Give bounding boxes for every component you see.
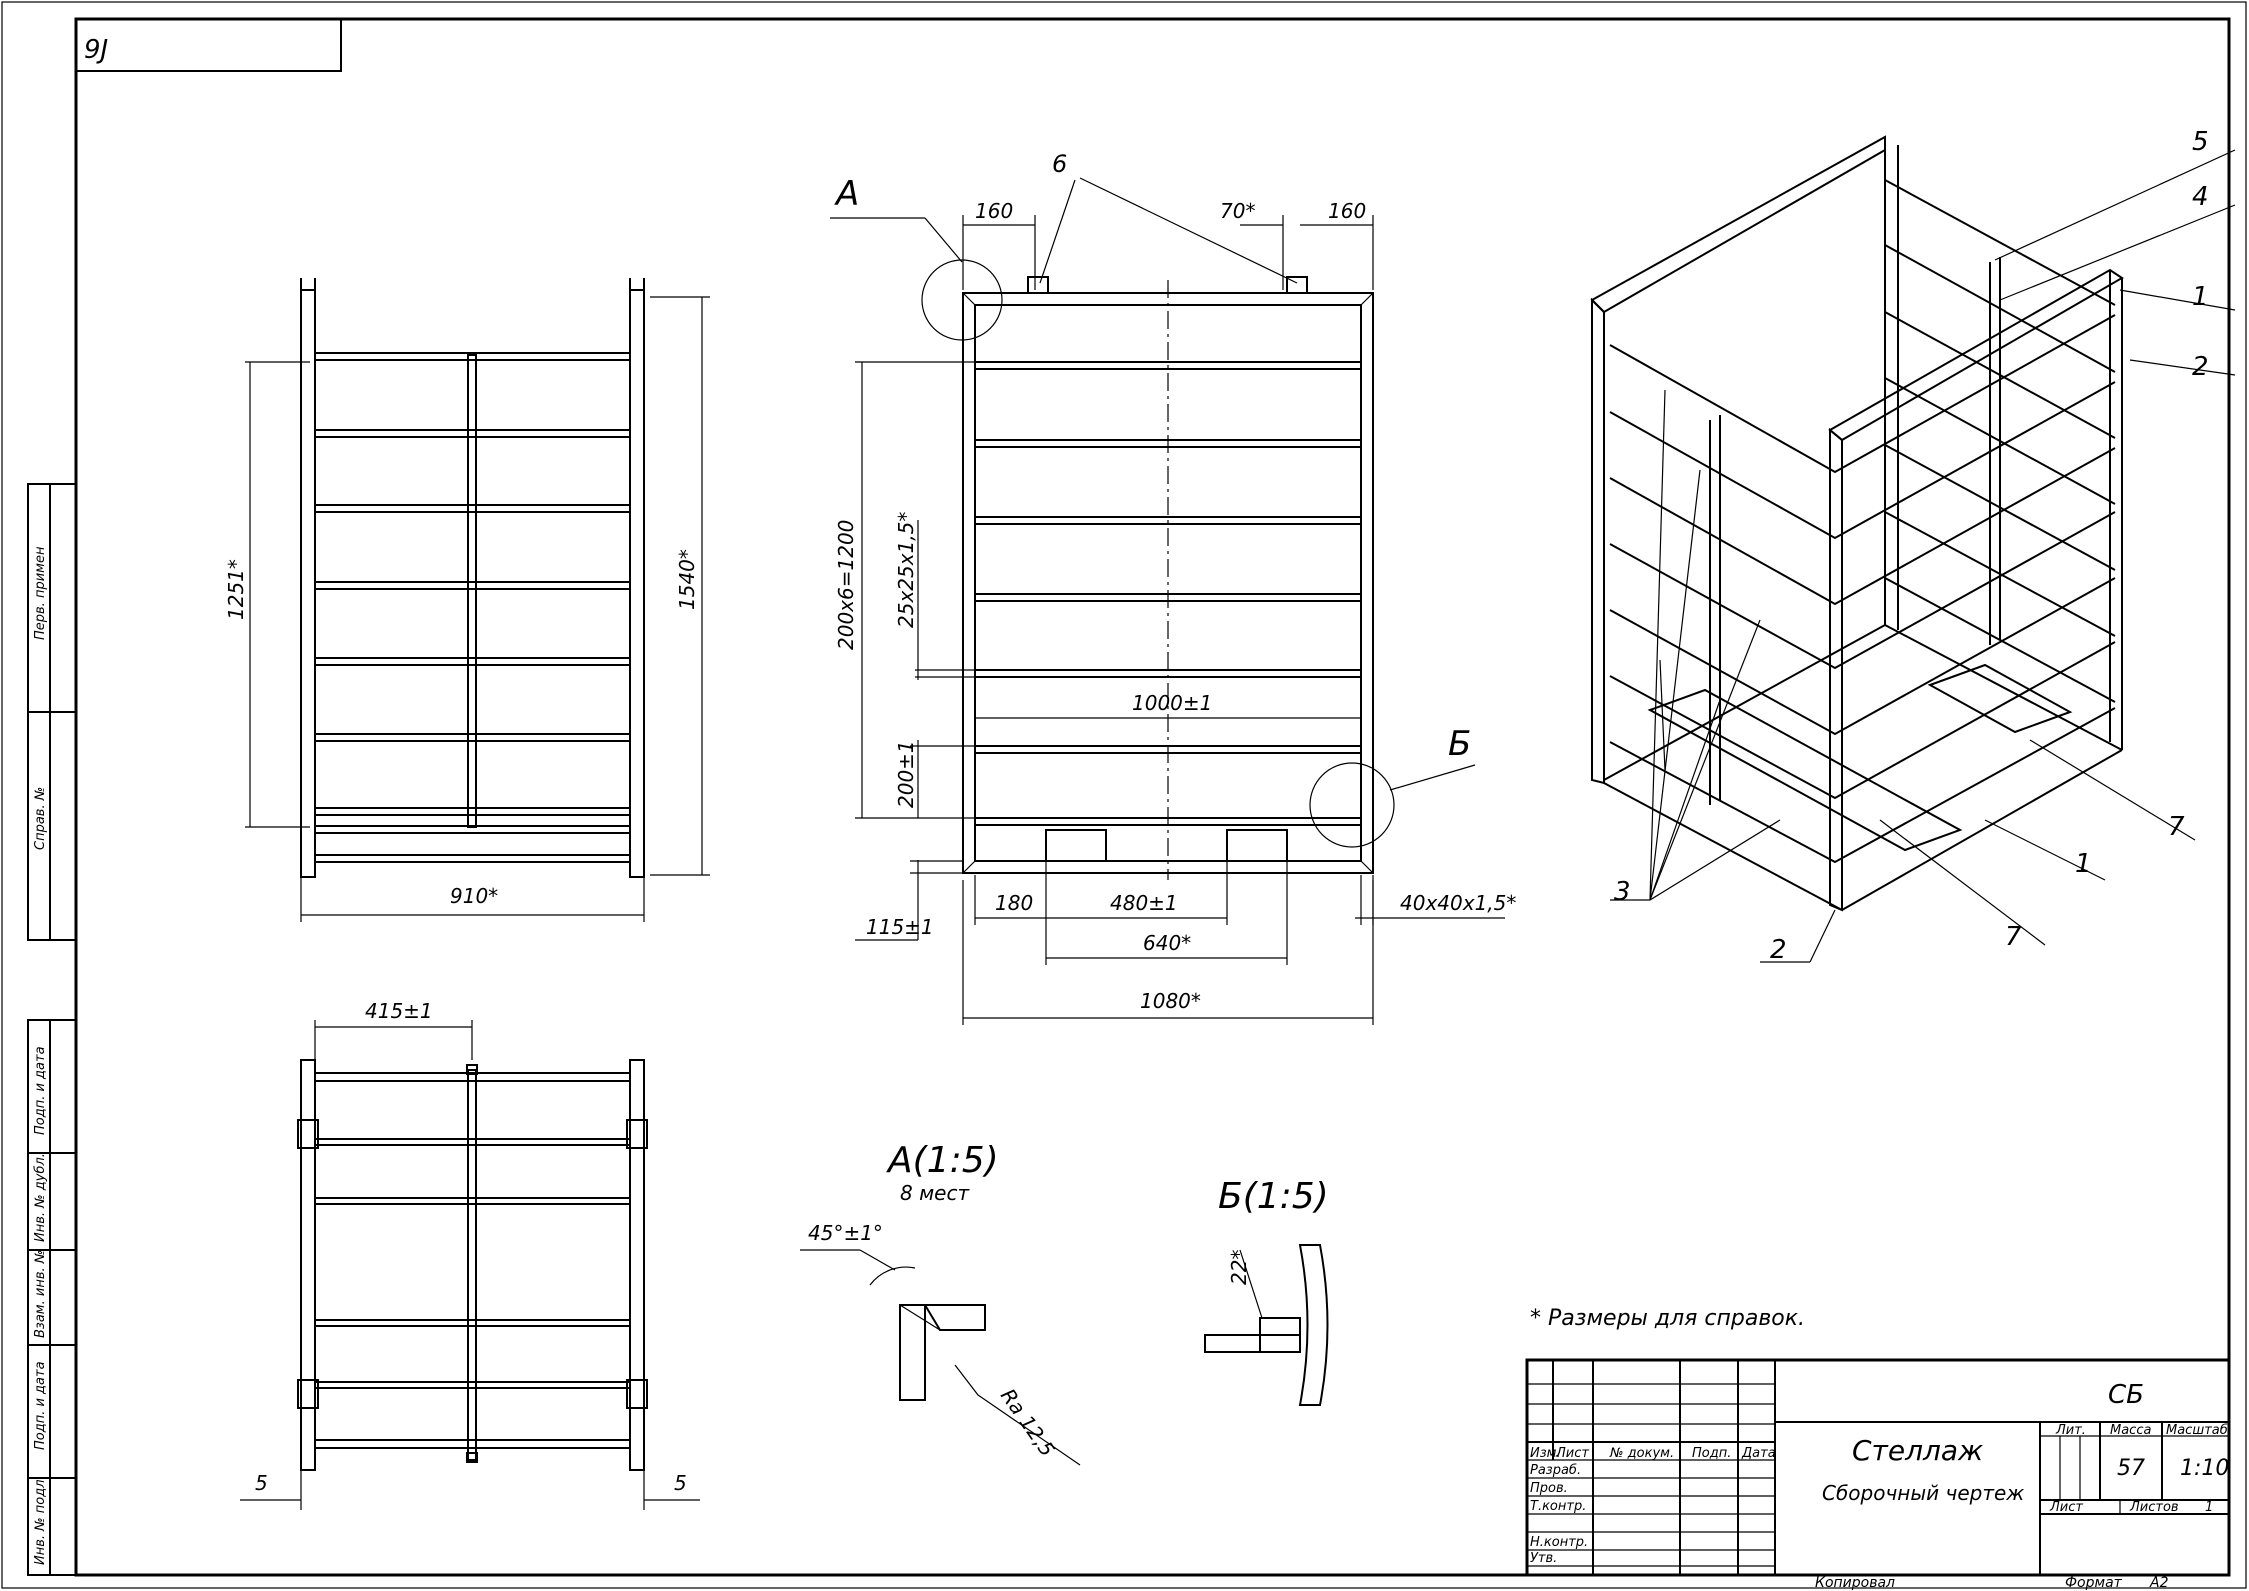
stamp-inv-dubl: Инв. № дубл. [33, 1153, 48, 1242]
iso-pos-5: 5 [2192, 127, 2209, 157]
dim-1000: 1000±1 [1132, 691, 1212, 715]
side-view: 1251* 1540* 910* [224, 278, 710, 922]
detail-b-dim: 22* [1227, 1250, 1251, 1285]
detail-b-title: Б(1:5) [1218, 1176, 1329, 1217]
iso-pos-7-right: 7 [2168, 812, 2185, 842]
dim-910: 910* [450, 884, 498, 908]
dim-115: 115±1 [866, 915, 934, 939]
tb-doc-code: СБ [2108, 1380, 2144, 1410]
dim-200x6: 200х6=1200 [834, 520, 858, 650]
title-block: Изм. Лист № докум. Подп. Дата Разраб. Пр… [1525, 1358, 2231, 1577]
iso-view: 3 5 4 1 2 7 1 7 2 [1590, 127, 2236, 965]
tb-col-podp: Подп. [1692, 1446, 1731, 1461]
iso-pos-4: 4 [2192, 182, 2209, 212]
stamp-podp-data-2: Подп. и дата [33, 1361, 48, 1450]
tb-sheets-label: Листов [2129, 1500, 2179, 1515]
iso-pos-7-bottom: 7 [2005, 922, 2022, 952]
dim-640: 640* [1143, 931, 1191, 955]
detail-a: А(1:5) 8 мест 45°±1° Ra 12,5 [800, 1140, 1081, 1466]
dim-1080: 1080* [1140, 989, 1201, 1013]
stamp-inv-podl: Инв. № подл. [33, 1475, 48, 1565]
tb-mass: 57 [2117, 1456, 2145, 1481]
dim-1251: 1251* [224, 559, 248, 620]
stamp-vzam-inv: Взам. инв. № [33, 1250, 48, 1338]
tb-scale: 1:10 [2180, 1456, 2229, 1481]
iso-pos-1-top: 1 [2192, 282, 2209, 312]
detail-a-roughness: Ra 12,5 [996, 1384, 1060, 1461]
tb-row-utv: Утв. [1530, 1551, 1557, 1566]
iso-pos-2-bottom: 2 [1770, 935, 1787, 965]
detail-a-angle: 45°±1° [808, 1221, 883, 1245]
dim-1540: 1540* [675, 549, 699, 610]
tb-col-list: Лист [1555, 1446, 1589, 1461]
tb-row-razrab: Разраб. [1530, 1463, 1581, 1478]
tb-doc-type: Сборочный чертеж [1822, 1481, 2024, 1505]
dim-5-left: 5 [255, 1471, 268, 1495]
iso-shelves [1609, 179, 2116, 864]
dim-70: 70* [1220, 199, 1255, 223]
plan-view: 415±1 5 5 [240, 999, 700, 1510]
detail-a-subtitle: 8 мест [900, 1181, 970, 1205]
footer-format: А2 [2149, 1575, 2169, 1591]
stamp-sprav-no: Справ. № [33, 787, 48, 850]
tb-mass-label: Масса [2110, 1423, 2151, 1438]
dim-40x40: 40х40х1,5* [1400, 891, 1516, 915]
footer: Копировал Формат А2 [1815, 1575, 2169, 1591]
tb-product-name: Стеллаж [1852, 1434, 1983, 1467]
dim-200: 200±1 [894, 740, 918, 808]
front-view: А Б 6 160 70* 160 200х6=1200 25х25х1,5* … [830, 150, 1516, 1025]
footer-copied: Копировал [1815, 1575, 1895, 1591]
dim-180: 180 [995, 891, 1033, 915]
corner-code-box: 9J [75, 18, 342, 72]
leader-a: А [834, 174, 859, 214]
dim-25x25: 25х25х1,5* [894, 512, 918, 628]
tb-col-data: Дата [1741, 1446, 1776, 1461]
tb-row-prov: Пров. [1530, 1481, 1568, 1496]
side-stamp: Перв. примен Справ. № Подп. и дата Инв. … [27, 483, 77, 1576]
dim-415: 415±1 [365, 999, 433, 1023]
dim-160-right: 160 [1328, 199, 1366, 223]
stamp-perv-primen: Перв. примен [33, 546, 48, 640]
tb-lit-label: Лит. [2055, 1423, 2086, 1438]
tb-col-izm: Изм. [1530, 1446, 1561, 1461]
stamp-podp-data-1: Подп. и дата [33, 1046, 48, 1135]
side-view-shelves [314, 352, 631, 863]
tb-sheet-label: Лист [2049, 1500, 2083, 1515]
detail-b: Б(1:5) 22* [1204, 1176, 1329, 1406]
corner-code: 9J [84, 35, 108, 65]
tb-col-dokum: № докум. [1609, 1446, 1674, 1461]
tb-row-nkontr: Н.контр. [1530, 1535, 1588, 1550]
tb-sheets: 1 [2205, 1500, 2213, 1515]
note-reference-dims: * Размеры для справок. [1530, 1306, 1805, 1331]
dim-160-left: 160 [975, 199, 1013, 223]
iso-pos-3: 3 [1614, 877, 1631, 907]
tb-scale-label: Масштаб [2166, 1423, 2228, 1438]
detail-a-title: А(1:5) [886, 1140, 999, 1181]
iso-pos-1-bottom: 1 [2075, 849, 2092, 879]
footer-format-label: Формат [2065, 1575, 2123, 1591]
leader-b: Б [1448, 724, 1471, 764]
pos-6: 6 [1052, 150, 1067, 178]
tb-row-tkontr: Т.контр. [1530, 1499, 1586, 1514]
iso-pos-2-top: 2 [2192, 352, 2209, 382]
dim-480: 480±1 [1110, 891, 1178, 915]
dim-5-right: 5 [674, 1471, 687, 1495]
